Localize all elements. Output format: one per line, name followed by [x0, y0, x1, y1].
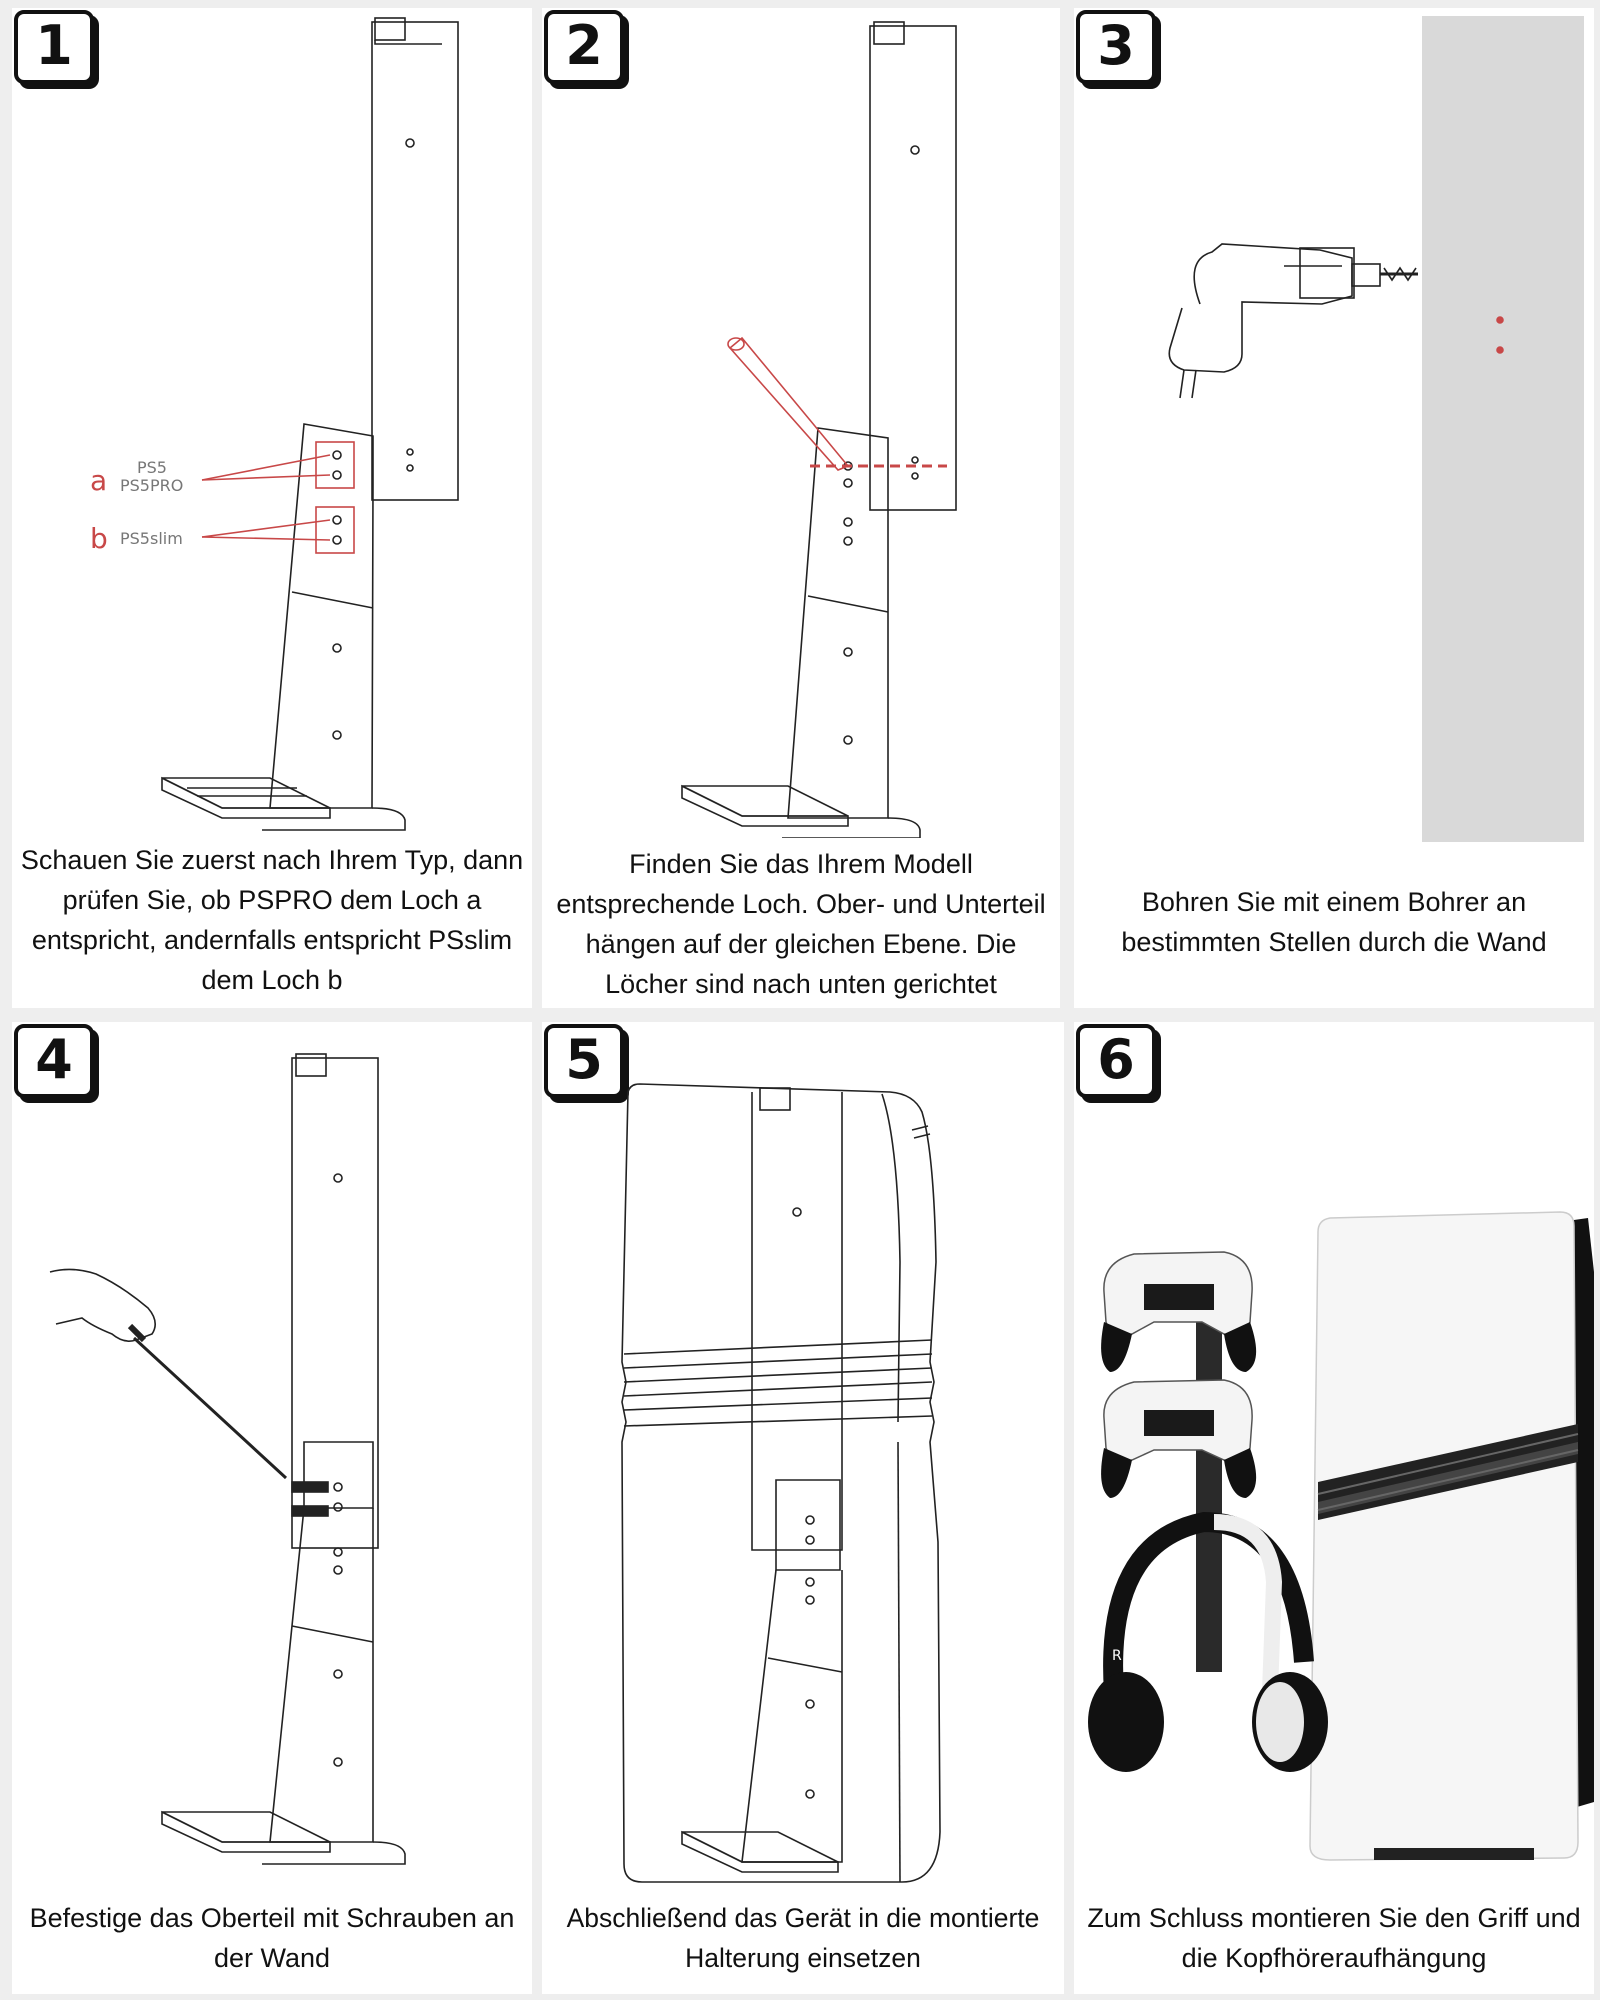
step-number-badge: 2 — [544, 10, 624, 84]
bracket-alignment-diagram — [681, 21, 957, 838]
step-caption: Finden Sie das Ihrem Modell entsprechend… — [556, 849, 1046, 999]
hole-b-model: PS5slim — [120, 529, 183, 548]
step-caption: Abschließend das Gerät in die montierte … — [566, 1903, 1040, 1973]
controller-icon-2 — [1101, 1379, 1257, 1498]
step-number-badge: 6 — [1076, 1024, 1156, 1098]
drilling-diagram — [1168, 16, 1584, 842]
drill-icon — [1168, 243, 1418, 399]
console-outline — [621, 1083, 941, 1883]
drill-mark-1 — [1496, 316, 1504, 324]
bracket-hole-diagram: a PS5 PS5PRO b PS5slim — [90, 17, 459, 831]
headphones-icon: R — [1088, 1511, 1328, 1772]
step-1-panel: 1 — [12, 8, 532, 1008]
step-number-badge: 1 — [14, 10, 94, 84]
step-6-panel: 6 — [1074, 1022, 1594, 1994]
headphone-side-label: R — [1112, 1648, 1122, 1664]
upper-bracket-plate — [371, 21, 459, 501]
screw-mounting-diagram — [49, 1053, 406, 1865]
step-number-badge: 5 — [544, 1024, 624, 1098]
upper-bracket-plate — [291, 1057, 379, 1549]
step-number-badge: 3 — [1076, 10, 1156, 84]
console-insertion-diagram — [621, 1083, 941, 1883]
upper-bracket-plate — [869, 25, 957, 511]
final-setup-illustration: R — [1088, 1211, 1594, 1861]
hole-a-model-2: PS5PRO — [120, 476, 183, 495]
step-caption: Schauen Sie zuerst nach Ihrem Typ, dann … — [20, 845, 524, 995]
step-4-panel: 4 Befestige — [12, 1022, 532, 1994]
hole-a-letter: a — [90, 464, 107, 497]
controller-icon-1 — [1101, 1251, 1257, 1372]
hole-b-letter: b — [90, 522, 108, 555]
step-3-panel: 3 Bohren Sie mit einem Bohrer an bestimm… — [1074, 8, 1594, 1008]
step-caption: Zum Schluss montieren Sie den Griff und … — [1087, 1903, 1581, 1973]
step-5-panel: 5 Ab — [542, 1022, 1064, 1994]
step-number-badge: 4 — [14, 1024, 94, 1098]
step-2-panel: 2 Finden Sie das Ihrem Modell entsprech — [542, 8, 1060, 1008]
lower-bracket-plate — [269, 423, 374, 809]
step-caption: Bohren Sie mit einem Bohrer an bestimmte… — [1121, 887, 1547, 957]
lower-bracket-plate — [787, 427, 889, 819]
drill-mark-2 — [1496, 346, 1504, 354]
pencil-icon — [728, 336, 850, 471]
hole-a-model-1: PS5 — [137, 458, 167, 477]
hand-with-screwdriver-icon — [49, 1268, 288, 1480]
console-image — [1309, 1211, 1594, 1861]
wall — [1422, 16, 1584, 842]
step-caption: Befestige das Oberteil mit Schrauben an … — [29, 1903, 515, 1973]
